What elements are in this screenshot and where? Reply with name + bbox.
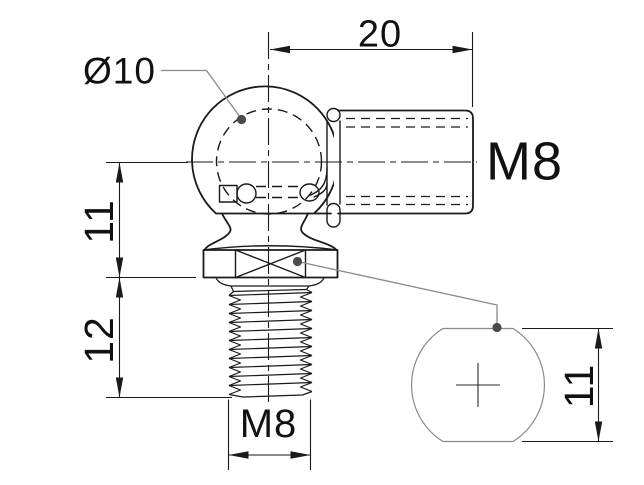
center-mark <box>456 363 500 407</box>
dimension-stud-thread <box>227 399 312 470</box>
neck <box>203 212 338 251</box>
wrench-flat-cross <box>234 249 307 279</box>
dimension-left-heights <box>106 161 232 399</box>
ball-housing <box>191 85 339 215</box>
hex-flange <box>202 245 339 279</box>
leader-ball-diameter <box>161 69 247 125</box>
dim-11-left-label: 11 <box>76 199 122 244</box>
thread-runout <box>215 277 325 296</box>
ball-diameter-label: Ø10 <box>83 50 156 91</box>
dimension-socket-length <box>270 32 474 107</box>
stud-thread-label: M8 <box>240 402 298 446</box>
clip-wire-hidden-features <box>218 183 320 204</box>
leader-detail-view <box>292 256 502 333</box>
dimension-detail-height <box>522 327 613 443</box>
socket-thread-label: M8 <box>486 131 563 191</box>
threaded-stud <box>228 291 313 398</box>
dim-12-left-label: 12 <box>76 316 122 364</box>
center-lines <box>186 32 477 402</box>
ball-detail-view <box>410 327 546 443</box>
detail-height-label: 11 <box>556 364 602 409</box>
spring-clip <box>308 107 341 228</box>
socket-length-label: 20 <box>358 13 402 55</box>
internal-thread-hidden-lines <box>346 117 468 206</box>
